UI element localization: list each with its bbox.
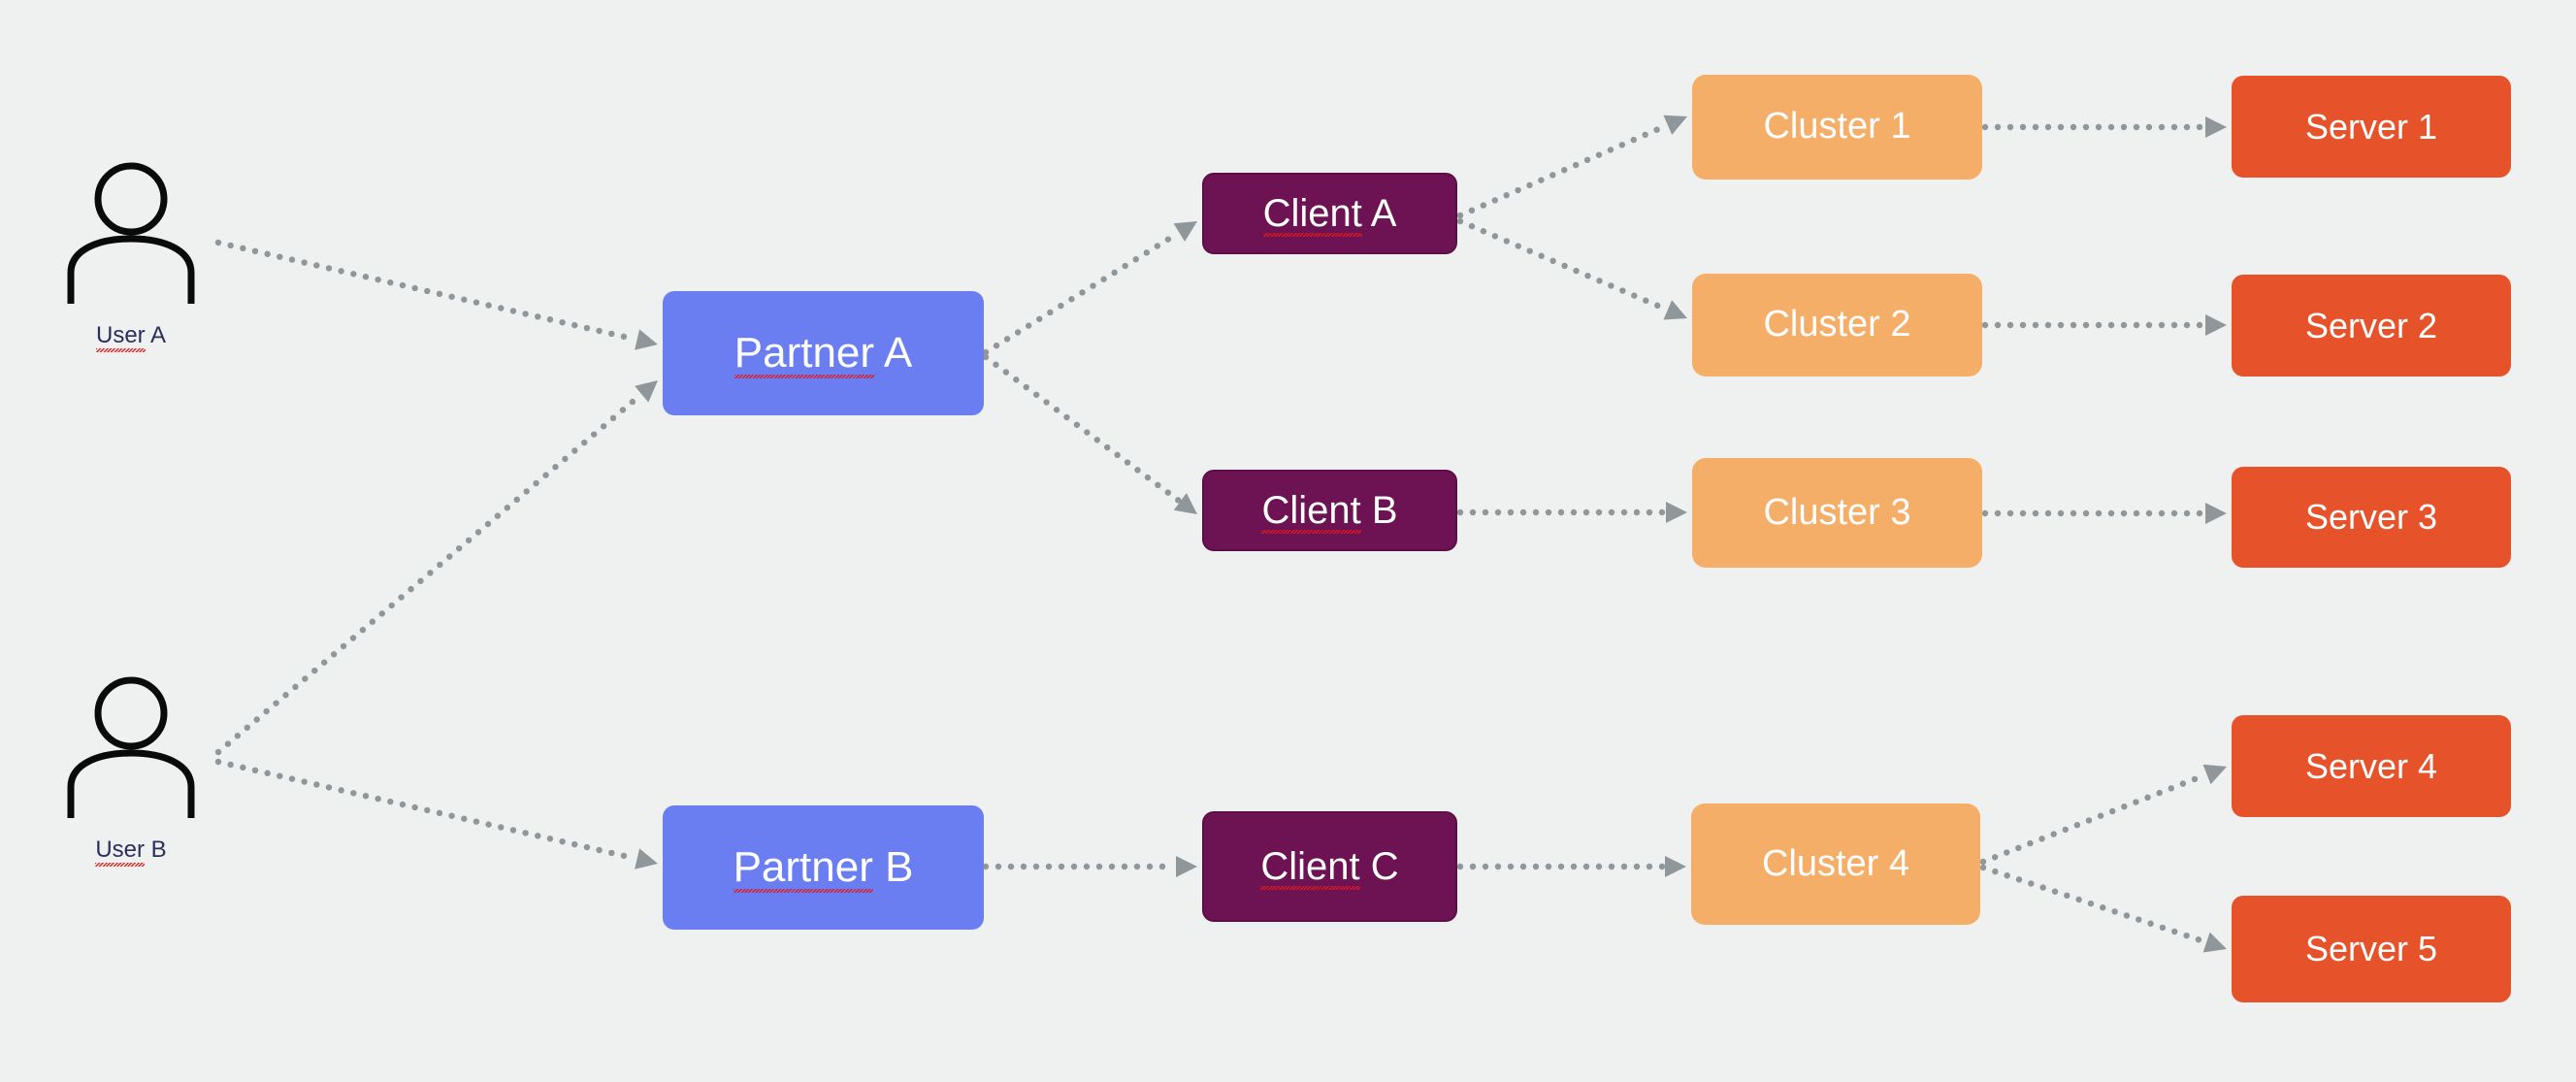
node-label-server-4: Server 4 [2304, 745, 2438, 786]
node-client-c[interactable]: Client C [1202, 811, 1457, 922]
node-label-server-5: Server 5 [2304, 929, 2438, 969]
node-label-client-a: Client A [1262, 192, 1397, 237]
arrowhead-icon [2202, 764, 2227, 785]
person-icon [67, 676, 195, 818]
actor-label-user-b: User B [39, 836, 223, 867]
edge-user-b-to-partner-a [214, 380, 658, 756]
edge-cluster-2-to-server-2 [1981, 314, 2227, 336]
edge-client-a-to-cluster-2 [1456, 217, 1687, 320]
arrowhead-icon [1663, 115, 1687, 135]
node-partner-a[interactable]: Partner A [663, 291, 984, 415]
node-client-a[interactable]: Client A [1202, 173, 1457, 254]
node-label-server-2: Server 2 [2304, 305, 2438, 345]
label-rest: B [144, 836, 167, 863]
node-cluster-4[interactable]: Cluster 4 [1691, 803, 1980, 925]
node-server-4[interactable]: Server 4 [2232, 715, 2511, 817]
label-rest: B [872, 842, 914, 891]
node-label-cluster-2: Cluster 2 [1763, 304, 1911, 345]
arrowhead-icon [1176, 856, 1197, 877]
arrowhead-icon [1666, 502, 1687, 523]
misspelled-word: Client [1260, 845, 1360, 890]
node-cluster-1[interactable]: Cluster 1 [1692, 75, 1982, 180]
node-label-client-b: Client B [1261, 489, 1398, 534]
label-rest: A [145, 322, 167, 348]
node-label-cluster-4: Cluster 4 [1761, 842, 1910, 884]
edge-client-b-to-cluster-3 [1456, 502, 1687, 523]
misspelled-word: Partner [733, 842, 874, 894]
misspelled-word: Client [1262, 192, 1363, 237]
node-label-cluster-3: Cluster 3 [1763, 491, 1911, 533]
label-rest: C [1359, 845, 1399, 888]
node-partner-b[interactable]: Partner B [663, 805, 984, 930]
label-rest: A [1361, 192, 1397, 235]
node-server-3[interactable]: Server 3 [2232, 467, 2511, 568]
edge-partner-b-to-client-c [982, 856, 1197, 877]
arrowhead-icon [1173, 493, 1197, 514]
actor-label-user-a: User A [39, 322, 223, 352]
arrowhead-icon [635, 380, 658, 403]
arrowhead-icon [635, 848, 658, 869]
arrowhead-icon [2205, 503, 2227, 524]
node-label-client-c: Client C [1260, 845, 1399, 890]
edge-user-a-to-partner-a [214, 239, 658, 350]
arrowhead-icon [1665, 856, 1686, 877]
edge-cluster-4-to-server-5 [1979, 864, 2227, 953]
label-rest: A [874, 328, 913, 377]
actor-user-a[interactable]: User A [39, 155, 223, 369]
node-label-server-1: Server 1 [2304, 106, 2438, 147]
node-cluster-3[interactable]: Cluster 3 [1692, 458, 1982, 568]
node-server-2[interactable]: Server 2 [2232, 275, 2511, 377]
misspelled-word: Partner [734, 328, 875, 379]
misspelled-word: Client [1261, 489, 1362, 534]
arrowhead-icon [635, 329, 658, 350]
arrowhead-icon [2205, 116, 2227, 138]
edge-partner-a-to-client-a [982, 221, 1197, 356]
edge-partner-a-to-client-b [982, 353, 1197, 514]
misspelled-word: User [95, 836, 145, 867]
arrowhead-icon [2202, 932, 2227, 953]
person-icon [67, 162, 195, 304]
node-label-cluster-1: Cluster 1 [1763, 106, 1911, 148]
edge-user-b-to-partner-b [214, 758, 658, 869]
misspelled-word: User [95, 322, 146, 352]
edge-client-c-to-cluster-4 [1456, 856, 1686, 877]
node-cluster-2[interactable]: Cluster 2 [1692, 274, 1982, 377]
node-label-partner-b: Partner B [733, 842, 914, 894]
arrowhead-icon [1663, 300, 1687, 320]
node-server-5[interactable]: Server 5 [2232, 896, 2511, 1002]
node-label-server-3: Server 3 [2304, 497, 2438, 538]
edge-client-a-to-cluster-1 [1456, 115, 1687, 219]
actor-user-b[interactable]: User B [39, 670, 223, 883]
edge-cluster-4-to-server-4 [1979, 764, 2227, 866]
arrowhead-icon [1173, 221, 1197, 242]
edge-cluster-1-to-server-1 [1981, 116, 2227, 138]
node-server-1[interactable]: Server 1 [2232, 76, 2511, 178]
label-rest: B [1360, 489, 1398, 532]
edge-cluster-3-to-server-3 [1981, 503, 2227, 524]
node-label-partner-a: Partner A [734, 328, 913, 379]
arrowhead-icon [2205, 314, 2227, 336]
node-client-b[interactable]: Client B [1202, 470, 1457, 551]
